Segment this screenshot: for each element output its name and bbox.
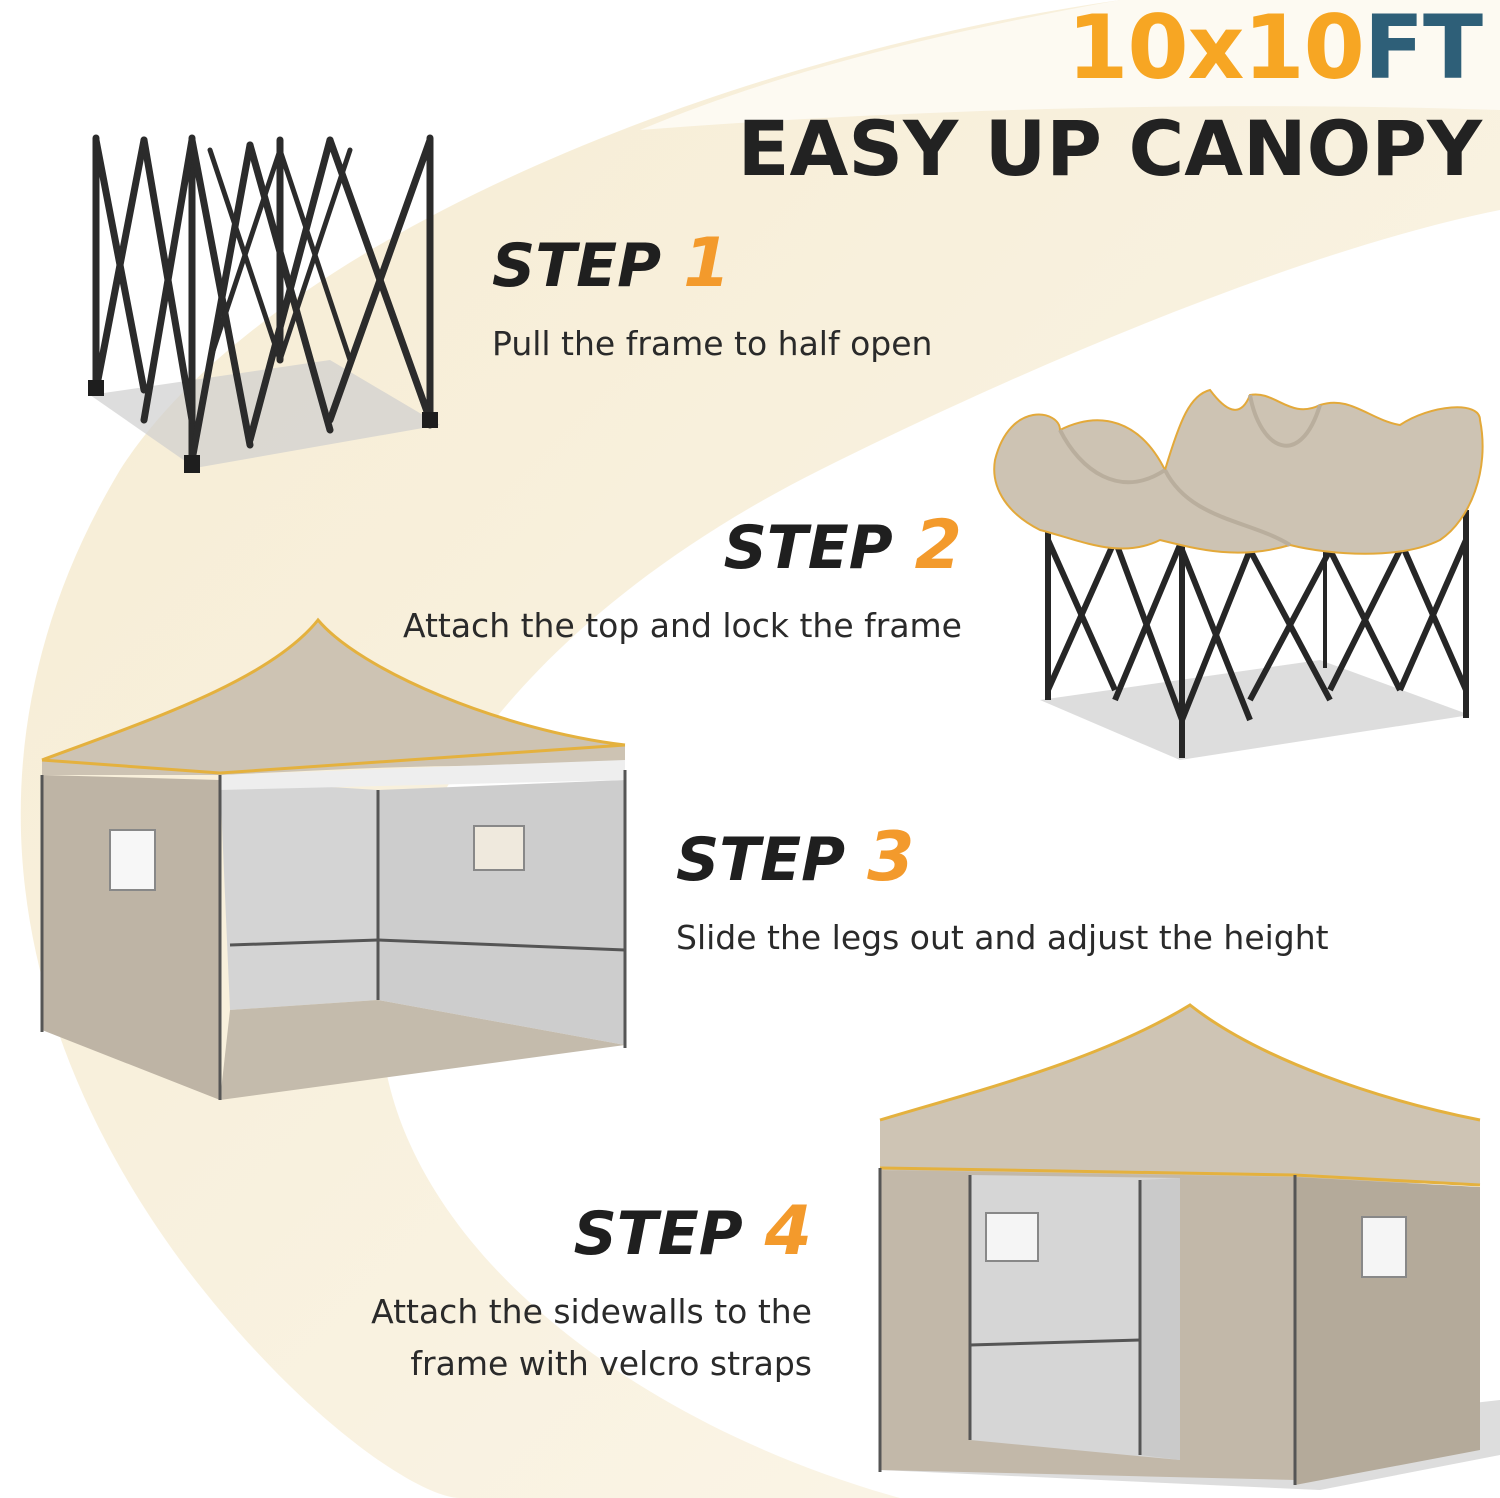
step-3-label: STEP — [676, 825, 846, 895]
step-4-number: 4 — [764, 1192, 812, 1271]
step-2-label: STEP — [723, 513, 893, 583]
step-4-description-line-1: Attach the sidewalls to the — [371, 1292, 812, 1331]
step-2-description: Attach the top and lock the frame — [402, 606, 962, 645]
headline: 10x10FT EASY UP CANOPY — [737, 4, 1483, 194]
product-subtitle: EASY UP CANOPY — [737, 104, 1482, 193]
size-number: 10x10 — [1067, 0, 1365, 99]
step-4-description-line-2: frame with velcro straps — [410, 1344, 812, 1383]
step-4-description: Attach the sidewalls to the frame with v… — [340, 1286, 812, 1390]
step-3-description: Slide the legs out and adjust the height — [676, 918, 1329, 957]
step-2-number: 2 — [914, 506, 962, 585]
step-3-number: 3 — [867, 818, 915, 897]
step-1-label: STEP — [492, 231, 662, 301]
size-unit: FT — [1363, 0, 1483, 99]
step-1-description: Pull the frame to half open — [492, 324, 933, 363]
size-title: 10x10FT — [738, 4, 1483, 92]
step-4-label: STEP — [573, 1199, 743, 1269]
step-1-number: 1 — [683, 224, 731, 303]
